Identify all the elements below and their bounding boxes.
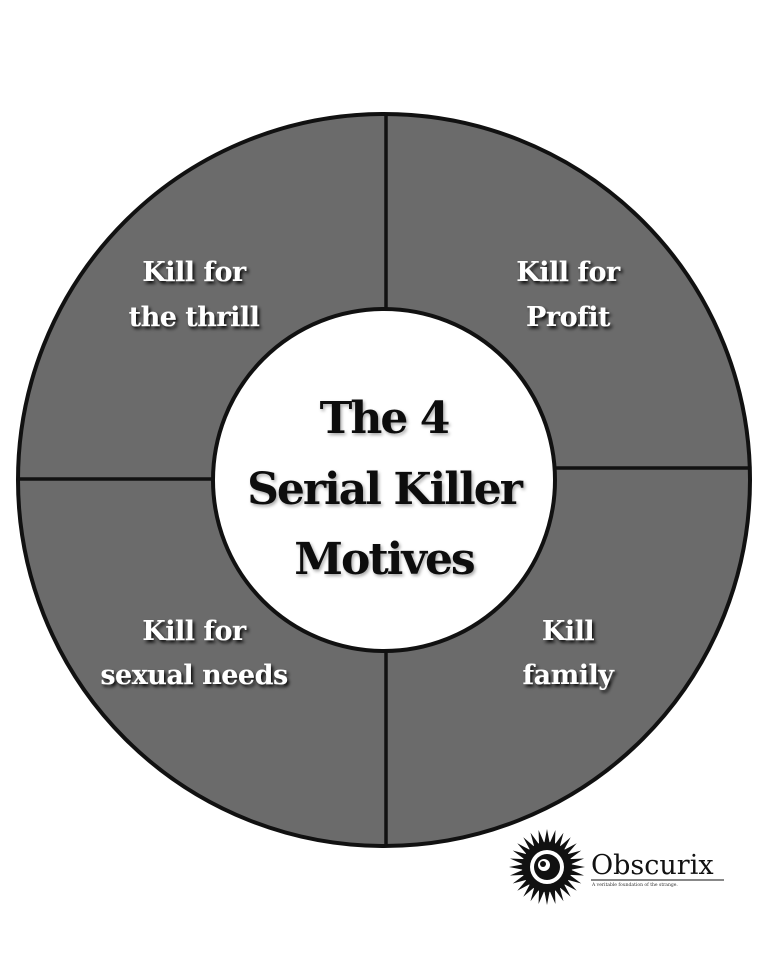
segment-label-top-left: Kill for the thrill <box>129 257 261 333</box>
brand-tagline: A veritable foundation of the strange. <box>591 882 678 888</box>
center-title-line: Serial Killer <box>247 464 524 515</box>
sunburst-eye-icon <box>509 829 585 905</box>
segment-label-line: Kill for <box>142 257 247 288</box>
segment-label-bottom-right: Kill family <box>523 616 616 691</box>
segment-label-bottom-left: Kill for sexual needs <box>100 616 288 691</box>
segment-label-line: Kill for <box>142 616 247 647</box>
center-circle <box>211 307 557 653</box>
center-title-line: Motives <box>294 534 474 585</box>
segment-label-line: the thrill <box>129 302 260 333</box>
brand-name: Obscurix <box>591 850 714 881</box>
brand-logo: Obscurix A veritable foundation of the s… <box>509 829 724 905</box>
center-title: The 4 Serial Killer Motives <box>247 393 526 585</box>
segment-label-line: Profit <box>526 302 611 333</box>
center-title-line: The 4 <box>320 393 449 444</box>
segment-label-line: Kill <box>542 616 594 647</box>
segment-label-line: sexual needs <box>100 660 288 691</box>
segment-label-top-right: Kill for Profit <box>516 257 621 333</box>
segment-label-line: Kill for <box>516 257 621 288</box>
segment-label-line: family <box>523 660 616 691</box>
